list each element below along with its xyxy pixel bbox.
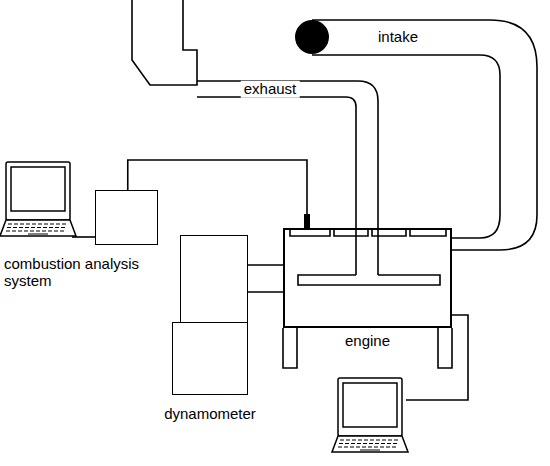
pipe-label: exhaust [241,81,300,98]
intake-pipe [312,55,500,238]
dynamometer-unit: dynamometer [165,235,255,430]
engine-leg [438,328,452,368]
intake-pipe [312,20,537,250]
exhaust-stack [132,0,197,85]
drive-shaft [248,265,283,292]
exhaust-manifold [298,275,440,285]
engine-block: engine [283,228,452,328]
node-label: dynamometer [164,405,256,422]
analysis-system: combustion analysis system [0,160,160,290]
air-filter [295,20,329,54]
node-label: engine [345,332,390,349]
dynamometer-housing [180,235,248,323]
node-label: combustion analysis system [4,255,154,290]
laptop-icon [332,378,408,452]
laptop-icon [0,162,76,236]
engine-leg [283,328,297,368]
pipe-label: intake [375,29,421,46]
analysis-unit [95,190,158,245]
dynamometer-base [172,322,248,395]
